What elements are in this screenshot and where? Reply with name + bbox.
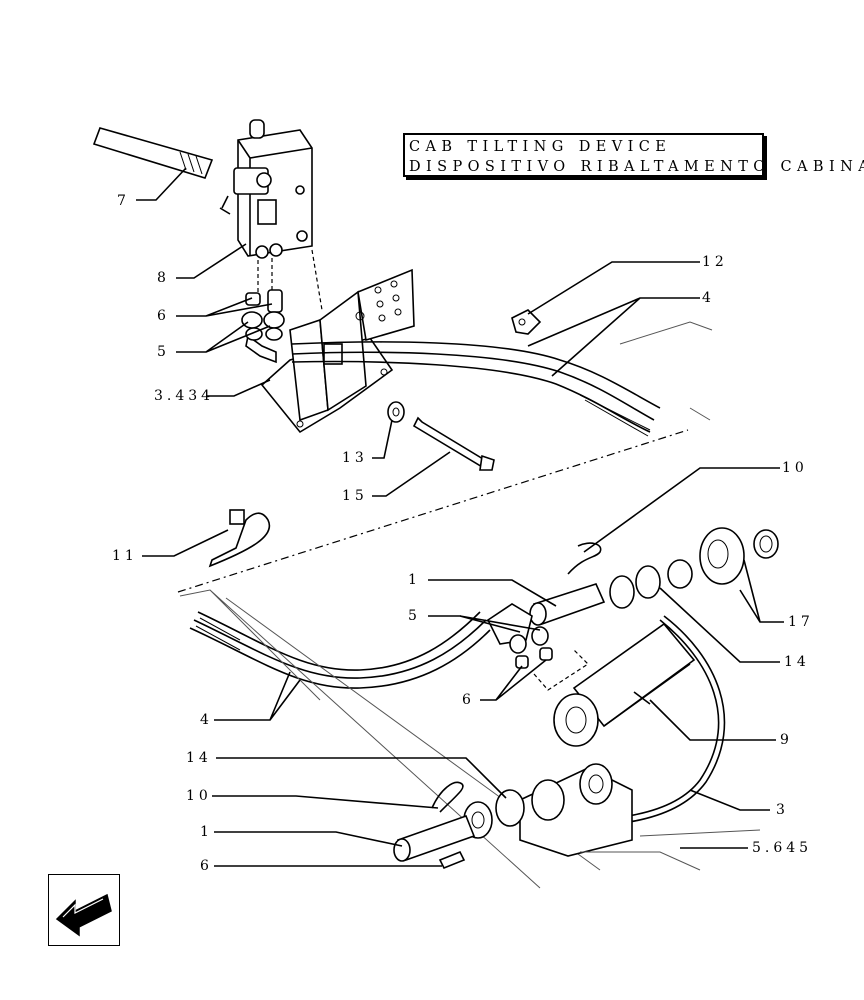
- hose-part-7: [92, 127, 214, 179]
- callout-4-lower: 4: [200, 712, 209, 728]
- hoses-part-4-lower: [189, 611, 491, 689]
- callout-5-lower: 5: [408, 608, 417, 624]
- back-arrow-icon[interactable]: [48, 874, 120, 946]
- callout-4-upper: 4: [702, 290, 711, 306]
- callout-7: 7: [117, 193, 126, 209]
- ring-part-14-lower: [463, 789, 525, 839]
- callout-6-lower: 6: [462, 692, 471, 708]
- clip-part-11: [208, 509, 271, 568]
- callout-13: 13: [342, 450, 368, 466]
- fittings-part-6-upper: [245, 289, 283, 313]
- callout-10-lower: 10: [186, 788, 212, 804]
- valve-block-part-8: [219, 119, 313, 259]
- callout-8: 8: [157, 270, 166, 286]
- fittings-part-5-upper: [241, 311, 285, 364]
- callout-1-upper: 1: [408, 572, 417, 588]
- callout-11: 11: [112, 548, 138, 564]
- washer-part-13: [387, 401, 405, 423]
- bushing-part-17: [699, 527, 779, 585]
- rings-part-14-upper: [609, 559, 693, 609]
- callout-12: 12: [702, 254, 728, 270]
- callout-14-lower: 14: [186, 750, 212, 766]
- title-line-it: DISPOSITIVO RIBALTAMENTO CABINA: [409, 159, 864, 175]
- cotter-pin-part-10-upper: [567, 542, 602, 575]
- back-arrow-glyph: [55, 893, 112, 937]
- callout-3: 3: [776, 802, 785, 818]
- callout-6-upper: 6: [157, 308, 166, 324]
- callout-17: 17: [788, 614, 814, 630]
- callout-6-bottom: 6: [200, 858, 209, 874]
- clamp-part-12: [511, 309, 542, 335]
- title-line-en: CAB TILTING DEVICE: [409, 139, 672, 155]
- hoses-part-4-upper: [291, 341, 661, 437]
- bolt-part-15: [412, 416, 495, 471]
- bracket-part-5645: [519, 763, 633, 857]
- callout-9: 9: [780, 732, 789, 748]
- leader-lines: [136, 167, 784, 867]
- callout-15: 15: [342, 488, 368, 504]
- cylinder-part-9: [553, 622, 696, 747]
- callout-5-upper: 5: [157, 344, 166, 360]
- cotter-pin-part-10-lower: [431, 781, 464, 813]
- title-box: CAB TILTING DEVICE DISPOSITIVO RIBALTAME…: [403, 133, 864, 177]
- callout-10-upper: 10: [782, 460, 808, 476]
- pin-part-6-lower: [438, 850, 466, 870]
- pin-part-1-upper: [529, 583, 606, 626]
- callout-14-upper: 14: [784, 654, 810, 670]
- callout-3434: 3.434: [154, 388, 214, 404]
- callout-5645: 5.645: [752, 840, 812, 856]
- callout-1-lower: 1: [200, 824, 209, 840]
